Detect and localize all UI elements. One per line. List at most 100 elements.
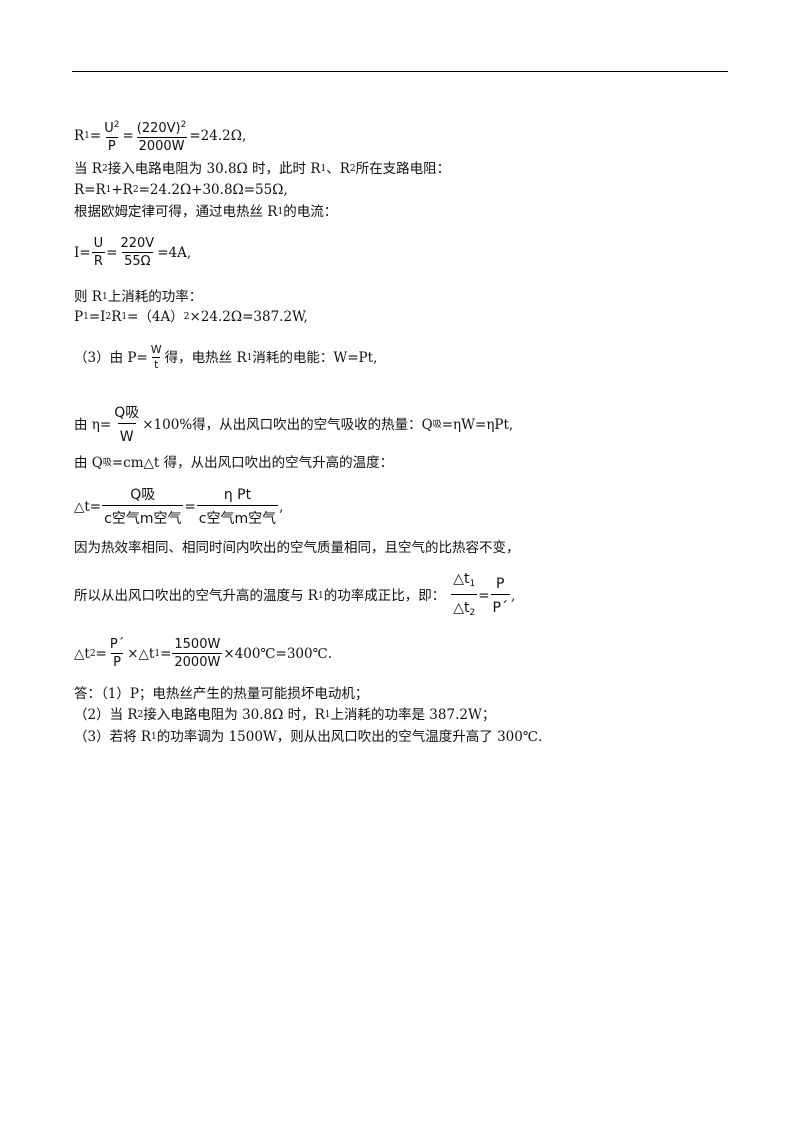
superscript: 2 [113,120,120,130]
text: 答：（1）P；电热丝产生的热量可能损坏电动机； [74,686,369,702]
text: = [95,645,107,662]
text: （2）当 R [74,707,138,723]
fraction-etapt-over-cm: η Pt c空气m空气 [196,486,279,528]
subscript: 1 [83,312,89,322]
denominator: 55Ω [122,252,153,269]
denominator: W [117,423,136,446]
subscript: 2 [349,164,356,174]
subscript: 1 [105,185,112,195]
text: R [111,309,122,325]
denominator: P [105,137,118,154]
text: 所以从出风口吹出的空气升高的温度与 R [74,588,318,604]
subscript: 2 [469,608,476,618]
superscript: 2 [183,312,190,322]
formula-current: I= U R = 220V 55Ω =4A, [74,236,191,269]
text: =I [88,309,106,325]
denominator: △t [453,600,470,616]
text: 所在支路电阻： [355,161,451,177]
fraction-p-prime-over-p: P´ P [108,637,126,670]
text: △t= [74,499,102,515]
text: 的电流： [283,204,338,220]
text: I= [74,244,91,261]
numerator: P´ [109,637,125,652]
fraction-u-over-r: U R [91,236,106,269]
text: , [510,588,516,604]
fraction-1500w-over-2000w: 1500W 2000W [172,637,223,670]
text: △t [74,645,90,662]
text: , [279,499,284,515]
fraction-q-over-w: Q吸 W [112,404,141,446]
denominator: t [152,357,161,371]
header-rule [72,71,728,72]
numerator: P [496,576,505,592]
numerator: η Pt [223,487,252,503]
text: 得，电热丝 R [164,349,247,366]
text: 接入电路电阻为 30.8Ω 时，R [143,707,325,723]
text: =24.2Ω, [189,128,247,144]
text: P [74,309,84,325]
subscript: 吸 [102,458,112,468]
text: = [122,128,134,144]
subscript: 1 [324,710,331,720]
text: ×400℃=300℃. [223,645,332,662]
superscript: 2 [180,120,187,130]
formula-delta-t: △t= Q吸 c空气m空气 = η Pt c空气m空气 , [74,486,283,528]
fraction-220v2-over-2000w: (220V)2 2000W [135,118,189,154]
subscript: 2 [101,164,108,174]
text: （3）由 P= [74,349,148,366]
text-line-12: 因为热效率相同、相同时间内吹出的空气质量相同，且空气的比热容不变， [74,539,520,557]
numerator: U [104,121,114,136]
fraction-q-over-cm: Q吸 c空气m空气 [102,486,184,528]
text: 因为热效率相同、相同时间内吹出的空气质量相同，且空气的比热容不变， [74,540,520,556]
fraction-dt1-over-dt2: △t1 △t2 [451,570,478,622]
subscript: 1 [151,732,157,742]
denominator: 2000W [136,137,187,154]
numerator: 1500W [174,637,221,652]
fraction-w-over-t: W t [149,344,164,371]
fraction-u2-over-p: U2 P [102,118,121,154]
numerator: 220V [120,236,155,251]
text: 消耗的电能：W=Pt, [252,349,378,366]
denominator: c空气m空气 [196,505,279,528]
subscript: 2 [137,710,144,720]
fraction-220v-over-55ohm: 220V 55Ω [118,236,156,269]
text: =24.2Ω+30.8Ω=55Ω, [138,182,288,198]
text: =4A, [157,244,192,261]
answer-line-1: 答：（1）P；电热丝产生的热量可能损坏电动机； [74,685,368,703]
text: = [478,588,490,604]
text: 上消耗的功率： [107,289,203,305]
text: 根据欧姆定律可得，通过电热丝 R [74,204,278,220]
subscript: 1 [101,292,108,302]
text: = [89,128,102,144]
text: 的功率成正比，即： [323,588,446,604]
denominator: R [91,252,105,269]
text: 接入电路电阻为 30.8Ω 时，此时 R [107,161,321,177]
text: ×100%得，从出风口吹出的空气吸收的热量：Q [142,417,433,433]
subscript: 1 [246,352,253,363]
subscript: 1 [84,131,90,141]
numerator: (220V) [136,121,181,136]
numerator: Q吸 [114,405,140,421]
text: 由 η= [74,417,112,433]
text: 则 R [74,289,102,305]
text: R [74,128,85,144]
numerator: Q吸 [130,487,156,503]
text: =cm△t 得，从出风口吹出的空气升高的温度： [111,455,394,471]
text: =（4A） [127,309,184,325]
text: ×△t [127,645,155,662]
subscript: 1 [320,164,327,174]
text: 上消耗的功率是 387.2W； [330,707,496,723]
text: （3）若将 R [74,729,152,745]
superscript: 2 [105,312,112,322]
text: =ηW=ηPt, [441,417,514,433]
